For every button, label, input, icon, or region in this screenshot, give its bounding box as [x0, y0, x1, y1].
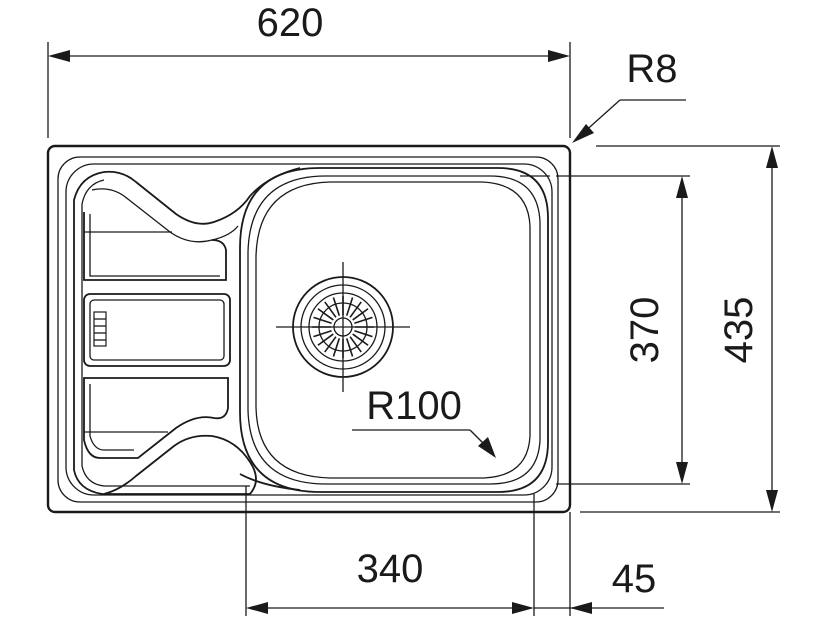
leader-arrow — [572, 124, 594, 143]
drain-slot — [313, 329, 332, 338]
drainer-outline-left — [73, 171, 250, 495]
drain-slot — [345, 338, 354, 357]
dimension-bowl-depth: 370 — [556, 175, 690, 485]
drainer-outline-left-inner — [81, 179, 250, 487]
drain-slot — [313, 316, 332, 325]
arrow-bottom — [676, 462, 688, 484]
drain-slot — [324, 301, 337, 318]
drain-strainer-icon — [276, 262, 410, 392]
drain-basket — [308, 292, 378, 362]
drain-slot — [349, 301, 362, 318]
dimension-overall-width: 620 — [47, 1, 571, 138]
edge-offset-label: 45 — [612, 557, 657, 601]
drainer-groove-upper-inner — [91, 188, 239, 243]
drain-slot — [345, 297, 354, 316]
drainer-rib-bottom — [83, 377, 229, 459]
dimension-corner-radius: R8 — [572, 47, 686, 143]
drain-slot — [354, 316, 373, 325]
dimension-edge-offset: 45 — [534, 512, 664, 616]
drainer-rib-middle-inner — [89, 299, 225, 361]
drainer-groove-lower-tail — [239, 473, 301, 491]
drain-flange — [292, 276, 394, 378]
overflow-slot-icon — [93, 311, 107, 347]
drainer-groove-lower — [103, 434, 257, 495]
drain-slot — [324, 336, 337, 353]
drain-slot — [317, 308, 334, 321]
bowl-depth-label: 370 — [623, 297, 667, 364]
arrow-top — [766, 146, 778, 168]
drain-center-knob — [333, 317, 353, 337]
corner-radius-label: R8 — [626, 47, 677, 91]
drain-slot — [332, 338, 341, 357]
dimension-bowl-width: 340 — [245, 486, 535, 616]
leader-line — [469, 429, 485, 445]
drain-ring — [300, 284, 386, 370]
drainer-rib-top — [83, 212, 227, 281]
drain-slot — [332, 297, 341, 316]
drainer-groove-upper — [103, 167, 301, 225]
bowl-floor — [255, 181, 531, 479]
outer-rim — [46, 144, 572, 514]
overall-width-label: 620 — [257, 1, 324, 45]
rim-flange-outer — [57, 156, 559, 503]
dimension-bowl-radius: R100 — [352, 384, 496, 458]
arrow-left — [246, 602, 268, 614]
bowl-width-label: 340 — [357, 547, 424, 591]
drain-slots — [312, 296, 374, 358]
drain-slot — [349, 336, 362, 353]
arrow-right — [512, 602, 534, 614]
leader-arrow — [478, 437, 496, 458]
drainer-rib-bottom-inner — [89, 384, 134, 451]
drain-slot — [352, 308, 369, 321]
dimension-overall-depth: 435 — [580, 145, 780, 513]
rim-flange-inner — [65, 163, 553, 496]
bowl — [239, 167, 550, 493]
bowl-wall-ring — [247, 175, 541, 485]
arrow-bottom — [766, 490, 778, 512]
arrow-right — [548, 50, 570, 62]
bowl-radius-label: R100 — [366, 384, 462, 428]
bowl-outer-wall — [239, 167, 549, 493]
drainer-area — [73, 167, 301, 495]
overall-depth-label: 435 — [717, 297, 761, 364]
arrow-top — [676, 176, 688, 198]
arrow-left — [48, 50, 70, 62]
drain-slot — [354, 329, 373, 338]
drain-slot — [352, 333, 369, 346]
drainer-rib-top-inner — [89, 214, 220, 277]
drain-slot — [317, 333, 334, 346]
drainer-rib-middle — [83, 293, 231, 367]
sink-outline — [46, 144, 572, 514]
arrow-right — [570, 602, 592, 614]
